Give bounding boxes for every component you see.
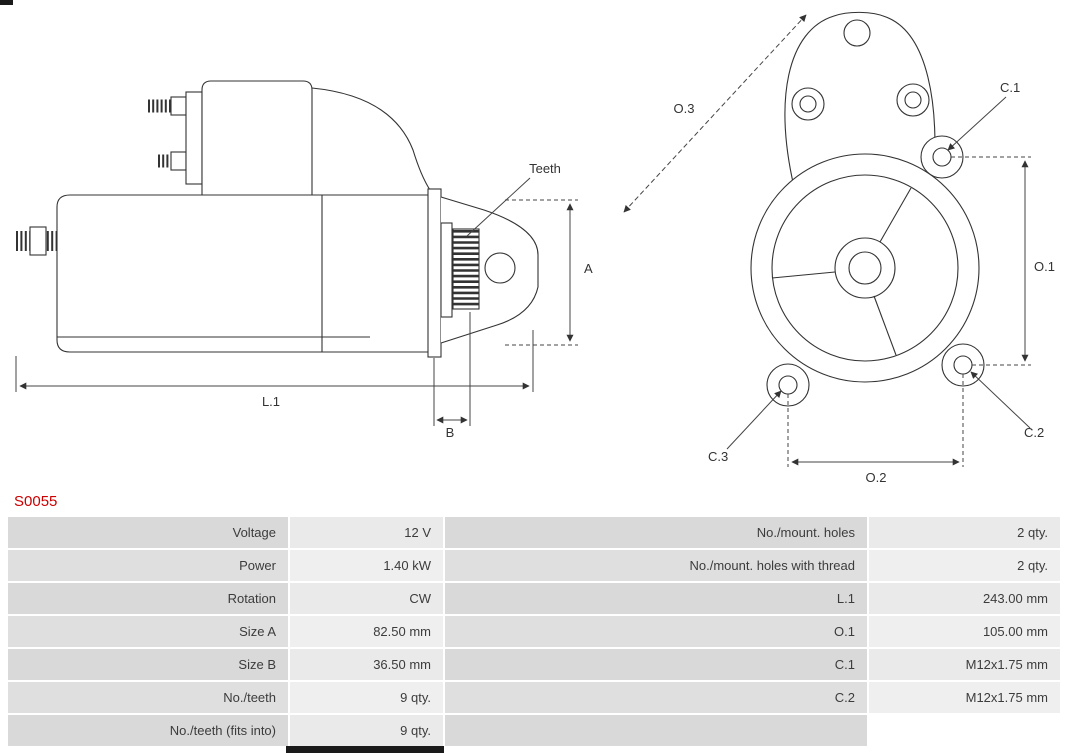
dim-a-label: A — [584, 261, 593, 276]
table-row: Voltage 12 V No./mount. holes 2 qty. — [8, 517, 1060, 548]
spec-value-cell: 82.50 mm — [290, 616, 443, 647]
spec-label-cell: Voltage — [8, 517, 288, 548]
mount-flange — [427, 188, 442, 358]
spec-label-cell: No./mount. holes — [445, 517, 867, 548]
dim-c3-label: C.3 — [708, 449, 728, 464]
dim-c1-label: C.1 — [1000, 80, 1020, 95]
top-hole — [843, 19, 871, 47]
table-row: Size A 82.50 mm O.1 105.00 mm — [8, 616, 1060, 647]
spec-value-cell — [869, 715, 1060, 746]
solenoid-body — [201, 80, 313, 195]
shaft-collar — [440, 222, 453, 318]
motor-body — [56, 194, 431, 353]
spec-label-cell: No./mount. holes with thread — [445, 550, 867, 581]
spec-label-cell: Size A — [8, 616, 288, 647]
spec-value-cell: 1.40 kW — [290, 550, 443, 581]
front-view-dimensions — [623, 14, 1031, 467]
ear-c2 — [941, 343, 985, 387]
teeth-leader-line — [466, 177, 531, 237]
spec-value-cell: 36.50 mm — [290, 649, 443, 680]
table-row: Size B 36.50 mm C.1 M12x1.75 mm — [8, 649, 1060, 680]
c1-leader-line — [947, 96, 1007, 151]
spec-label-cell: C.2 — [445, 682, 867, 713]
dim-l1-label: L.1 — [262, 394, 280, 409]
spec-label-cell: C.1 — [445, 649, 867, 680]
spec-value-cell: 9 qty. — [290, 715, 443, 746]
spec-value-cell: 105.00 mm — [869, 616, 1060, 647]
dim-line-o3 — [623, 14, 807, 213]
corner-artifact — [0, 0, 13, 5]
spec-label-cell: No./teeth — [8, 682, 288, 713]
pinion-outline — [452, 228, 480, 310]
horizontal-scrollbar-thumb[interactable] — [286, 746, 444, 753]
nose-bracket — [440, 196, 539, 344]
spec-label-cell: Rotation — [8, 583, 288, 614]
spec-table: Voltage 12 V No./mount. holes 2 qty. Pow… — [8, 517, 1060, 748]
spec-label-cell: Size B — [8, 649, 288, 680]
part-number: S0055 — [14, 493, 58, 510]
spec-label-cell: L.1 — [445, 583, 867, 614]
c3-leader-line — [726, 390, 782, 450]
front-view-drawing — [750, 11, 985, 407]
teeth-label: Teeth — [529, 161, 561, 176]
dim-o2-label: O.2 — [866, 470, 887, 485]
drive-bracket — [311, 87, 431, 191]
dim-c2-label: C.2 — [1024, 425, 1044, 440]
spec-value-cell: 9 qty. — [290, 682, 443, 713]
solenoid-end-cap — [185, 91, 203, 185]
spec-value-cell: 243.00 mm — [869, 583, 1060, 614]
table-row: Power 1.40 kW No./mount. holes with thre… — [8, 550, 1060, 581]
spec-value-cell: M12x1.75 mm — [869, 682, 1060, 713]
table-row: No./teeth 9 qty. C.2 M12x1.75 mm — [8, 682, 1060, 713]
dim-b-label: B — [446, 425, 455, 440]
side-view-drawing — [16, 80, 539, 358]
flange-outer-circle — [750, 153, 980, 383]
spec-value-cell: CW — [290, 583, 443, 614]
spec-label-cell: O.1 — [445, 616, 867, 647]
table-row: Rotation CW L.1 243.00 mm — [8, 583, 1060, 614]
table-row: No./teeth (fits into) 9 qty. — [8, 715, 1060, 746]
spec-value-cell: 2 qty. — [869, 550, 1060, 581]
dim-o3-label: O.3 — [674, 101, 695, 116]
c2-leader-line — [970, 371, 1031, 429]
spec-label-cell — [445, 715, 867, 746]
side-view-dimensions — [15, 177, 578, 426]
technical-drawing: Teeth A L.1 B — [15, 11, 1055, 485]
dim-o1-label: O.1 — [1034, 259, 1055, 274]
spec-label-cell: Power — [8, 550, 288, 581]
spec-value-cell: 2 qty. — [869, 517, 1060, 548]
spec-value-cell: 12 V — [290, 517, 443, 548]
shaft-circle — [848, 251, 882, 285]
spec-label-cell: No./teeth (fits into) — [8, 715, 288, 746]
spec-value-cell: M12x1.75 mm — [869, 649, 1060, 680]
